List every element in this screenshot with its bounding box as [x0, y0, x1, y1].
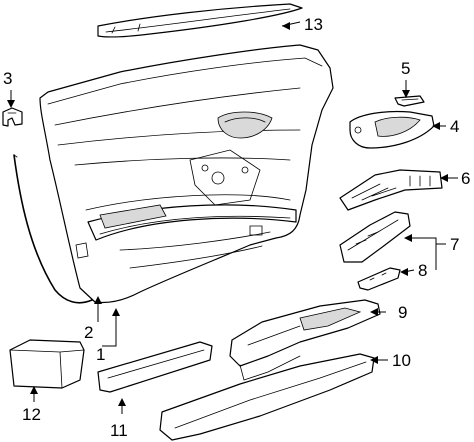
part-6-bracket: [339, 169, 443, 211]
part-10-armrest-pad: [159, 353, 375, 441]
callout-1: 1: [96, 345, 105, 364]
callout-12: 12: [22, 405, 41, 424]
door-trim-panel: [39, 44, 334, 304]
part-9-switch-bezel: [229, 299, 381, 381]
part-7-armrest-bezel: [339, 211, 411, 263]
callout-3: 3: [3, 69, 12, 88]
callout-6: 6: [461, 169, 470, 188]
callout-4: 4: [450, 117, 459, 136]
leader-lines: [7, 21, 458, 414]
callout-7: 7: [450, 235, 459, 254]
part-4-inner-handle: [349, 110, 435, 149]
callout-5: 5: [401, 59, 410, 78]
callout-9: 9: [398, 303, 407, 322]
callout-8: 8: [418, 261, 427, 280]
part-3-clip: [2, 107, 23, 127]
part-11-pocket-insert: [97, 341, 213, 393]
callout-labels: 13 3 5 4 6 7 8 9 10 2 1 11 12: [3, 15, 470, 440]
callout-11: 11: [110, 421, 128, 440]
part-8-trim: [357, 267, 401, 291]
callout-2: 2: [84, 323, 93, 342]
callout-13: 13: [304, 15, 323, 34]
part-13-upper-molding: [97, 3, 303, 38]
part-5-clip: [394, 95, 425, 107]
part-12-foam-block: [9, 339, 85, 389]
part-2-seal: [13, 154, 93, 304]
callout-10: 10: [392, 351, 411, 370]
